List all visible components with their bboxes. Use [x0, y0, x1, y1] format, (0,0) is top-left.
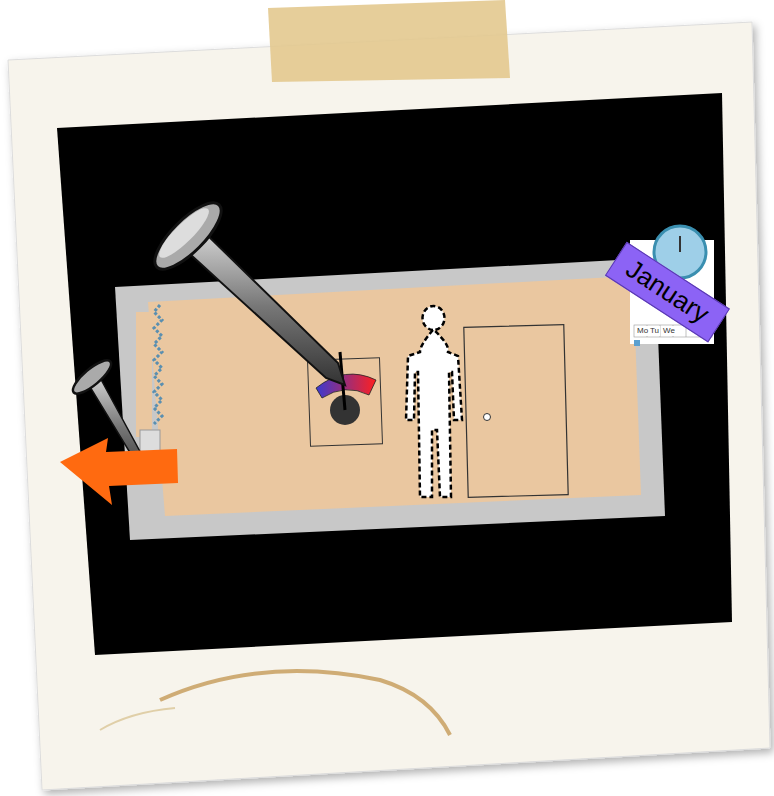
door-knob [484, 414, 491, 421]
door [464, 325, 568, 498]
room-floor [148, 276, 641, 516]
weekday-label: Tu [649, 326, 660, 336]
nail-large [146, 194, 345, 385]
clock-hand [679, 236, 681, 252]
coffee-stain-faint [100, 708, 175, 730]
photo-area [57, 93, 732, 655]
calendar-mark [634, 340, 640, 346]
person-silhouette [406, 306, 462, 497]
polaroid-frame [8, 22, 770, 790]
weekday-label: We [662, 326, 676, 336]
wall-opening [136, 312, 152, 437]
weekday-label: Mo [636, 326, 649, 336]
month-text: January [620, 254, 714, 329]
coffee-stain [160, 671, 450, 735]
window-zigzag [154, 305, 162, 424]
tape [268, 0, 510, 82]
exit-arrow [60, 438, 178, 505]
room-wall [115, 258, 665, 540]
